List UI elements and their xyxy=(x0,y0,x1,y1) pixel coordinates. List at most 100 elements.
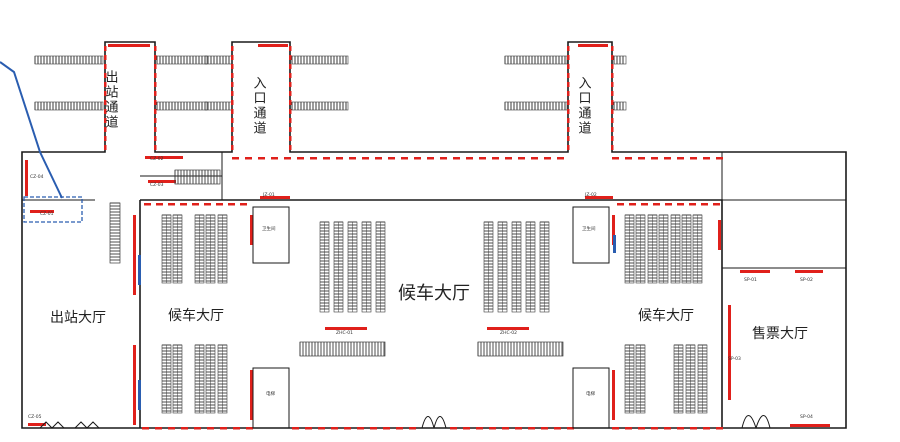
seat-column xyxy=(217,214,228,284)
red-marker xyxy=(344,427,351,430)
entrance-passage-label-2: 入口通道 xyxy=(576,76,592,136)
red-marker xyxy=(638,427,645,430)
red-bar xyxy=(258,44,288,47)
red-marker xyxy=(567,427,574,430)
waiting-hall-right-label: 候车大厅 xyxy=(638,307,694,324)
red-marker xyxy=(231,109,234,114)
red-marker xyxy=(284,157,291,160)
red-marker xyxy=(567,64,570,69)
red-marker xyxy=(104,145,107,150)
red-marker xyxy=(362,157,369,160)
red-marker xyxy=(231,46,234,51)
red-marker xyxy=(544,157,551,160)
red-marker xyxy=(677,157,684,160)
track-segment xyxy=(291,101,349,111)
red-bar xyxy=(585,196,613,199)
red-marker xyxy=(383,427,390,430)
red-marker xyxy=(476,427,483,430)
code-sp03: SP-03 xyxy=(728,356,741,362)
red-marker xyxy=(323,157,330,160)
red-marker xyxy=(653,203,660,206)
red-marker xyxy=(703,427,710,430)
red-marker xyxy=(336,157,343,160)
seat-column xyxy=(194,344,205,414)
seat-column xyxy=(319,221,330,313)
red-bar xyxy=(790,424,830,427)
red-marker xyxy=(258,157,265,160)
red-marker xyxy=(716,157,723,160)
track-segment xyxy=(156,55,208,65)
red-marker xyxy=(289,73,292,78)
red-marker xyxy=(677,427,684,430)
restroom-left-label: 卫生间 xyxy=(262,225,276,232)
red-marker xyxy=(232,157,239,160)
red-marker xyxy=(231,73,234,78)
red-marker xyxy=(611,55,614,60)
red-bar xyxy=(578,44,608,47)
escalator xyxy=(477,341,564,357)
red-marker xyxy=(492,157,499,160)
red-bar xyxy=(30,210,54,213)
red-marker xyxy=(567,145,570,150)
code-cz03: CZ-03 xyxy=(150,182,164,188)
seat-column xyxy=(658,214,669,284)
red-marker xyxy=(409,427,416,430)
red-marker xyxy=(154,55,157,60)
red-marker xyxy=(154,46,157,51)
seat-column xyxy=(347,221,358,313)
code-cz05: CZ-05 xyxy=(28,414,42,420)
red-marker xyxy=(289,145,292,150)
code-cz02: CZ-02 xyxy=(150,156,164,162)
red-markers xyxy=(25,44,830,430)
red-marker xyxy=(489,427,496,430)
red-marker xyxy=(612,427,619,430)
red-marker xyxy=(318,427,325,430)
red-marker xyxy=(104,91,107,96)
track-segment xyxy=(204,55,233,65)
red-marker xyxy=(144,203,151,206)
red-marker xyxy=(181,427,188,430)
escalators xyxy=(109,169,564,357)
red-marker xyxy=(154,73,157,78)
red-marker xyxy=(677,203,684,206)
red-marker xyxy=(567,91,570,96)
red-marker xyxy=(289,118,292,123)
red-bar xyxy=(108,44,150,47)
red-marker xyxy=(388,157,395,160)
code-sp01: SP-01 xyxy=(744,277,757,283)
red-marker xyxy=(297,157,304,160)
red-marker xyxy=(228,203,235,206)
red-marker xyxy=(664,427,671,430)
red-marker xyxy=(664,157,671,160)
red-marker xyxy=(541,427,548,430)
red-marker xyxy=(611,64,614,69)
red-marker xyxy=(453,157,460,160)
code-jz02: JZ-02 xyxy=(584,192,597,198)
red-bar xyxy=(612,370,615,420)
red-marker xyxy=(611,109,614,114)
seat-column xyxy=(635,214,646,284)
red-marker xyxy=(289,82,292,87)
highlight-pointer xyxy=(0,61,83,223)
red-marker xyxy=(142,427,149,430)
red-marker xyxy=(104,127,107,132)
red-marker xyxy=(204,203,211,206)
exit-hall-label: 出站大厅 xyxy=(50,310,106,326)
building-walls xyxy=(21,41,847,429)
red-marker xyxy=(567,82,570,87)
red-marker xyxy=(240,203,247,206)
red-marker xyxy=(567,109,570,114)
red-marker xyxy=(154,109,157,114)
seat-column xyxy=(172,344,183,414)
red-marker xyxy=(246,427,253,430)
red-marker xyxy=(567,73,570,78)
red-marker xyxy=(104,64,107,69)
red-marker xyxy=(567,127,570,132)
track-segment xyxy=(613,55,627,65)
red-marker xyxy=(104,100,107,105)
red-marker xyxy=(567,136,570,141)
seat-column xyxy=(375,221,386,313)
red-marker xyxy=(231,127,234,132)
red-marker xyxy=(440,157,447,160)
